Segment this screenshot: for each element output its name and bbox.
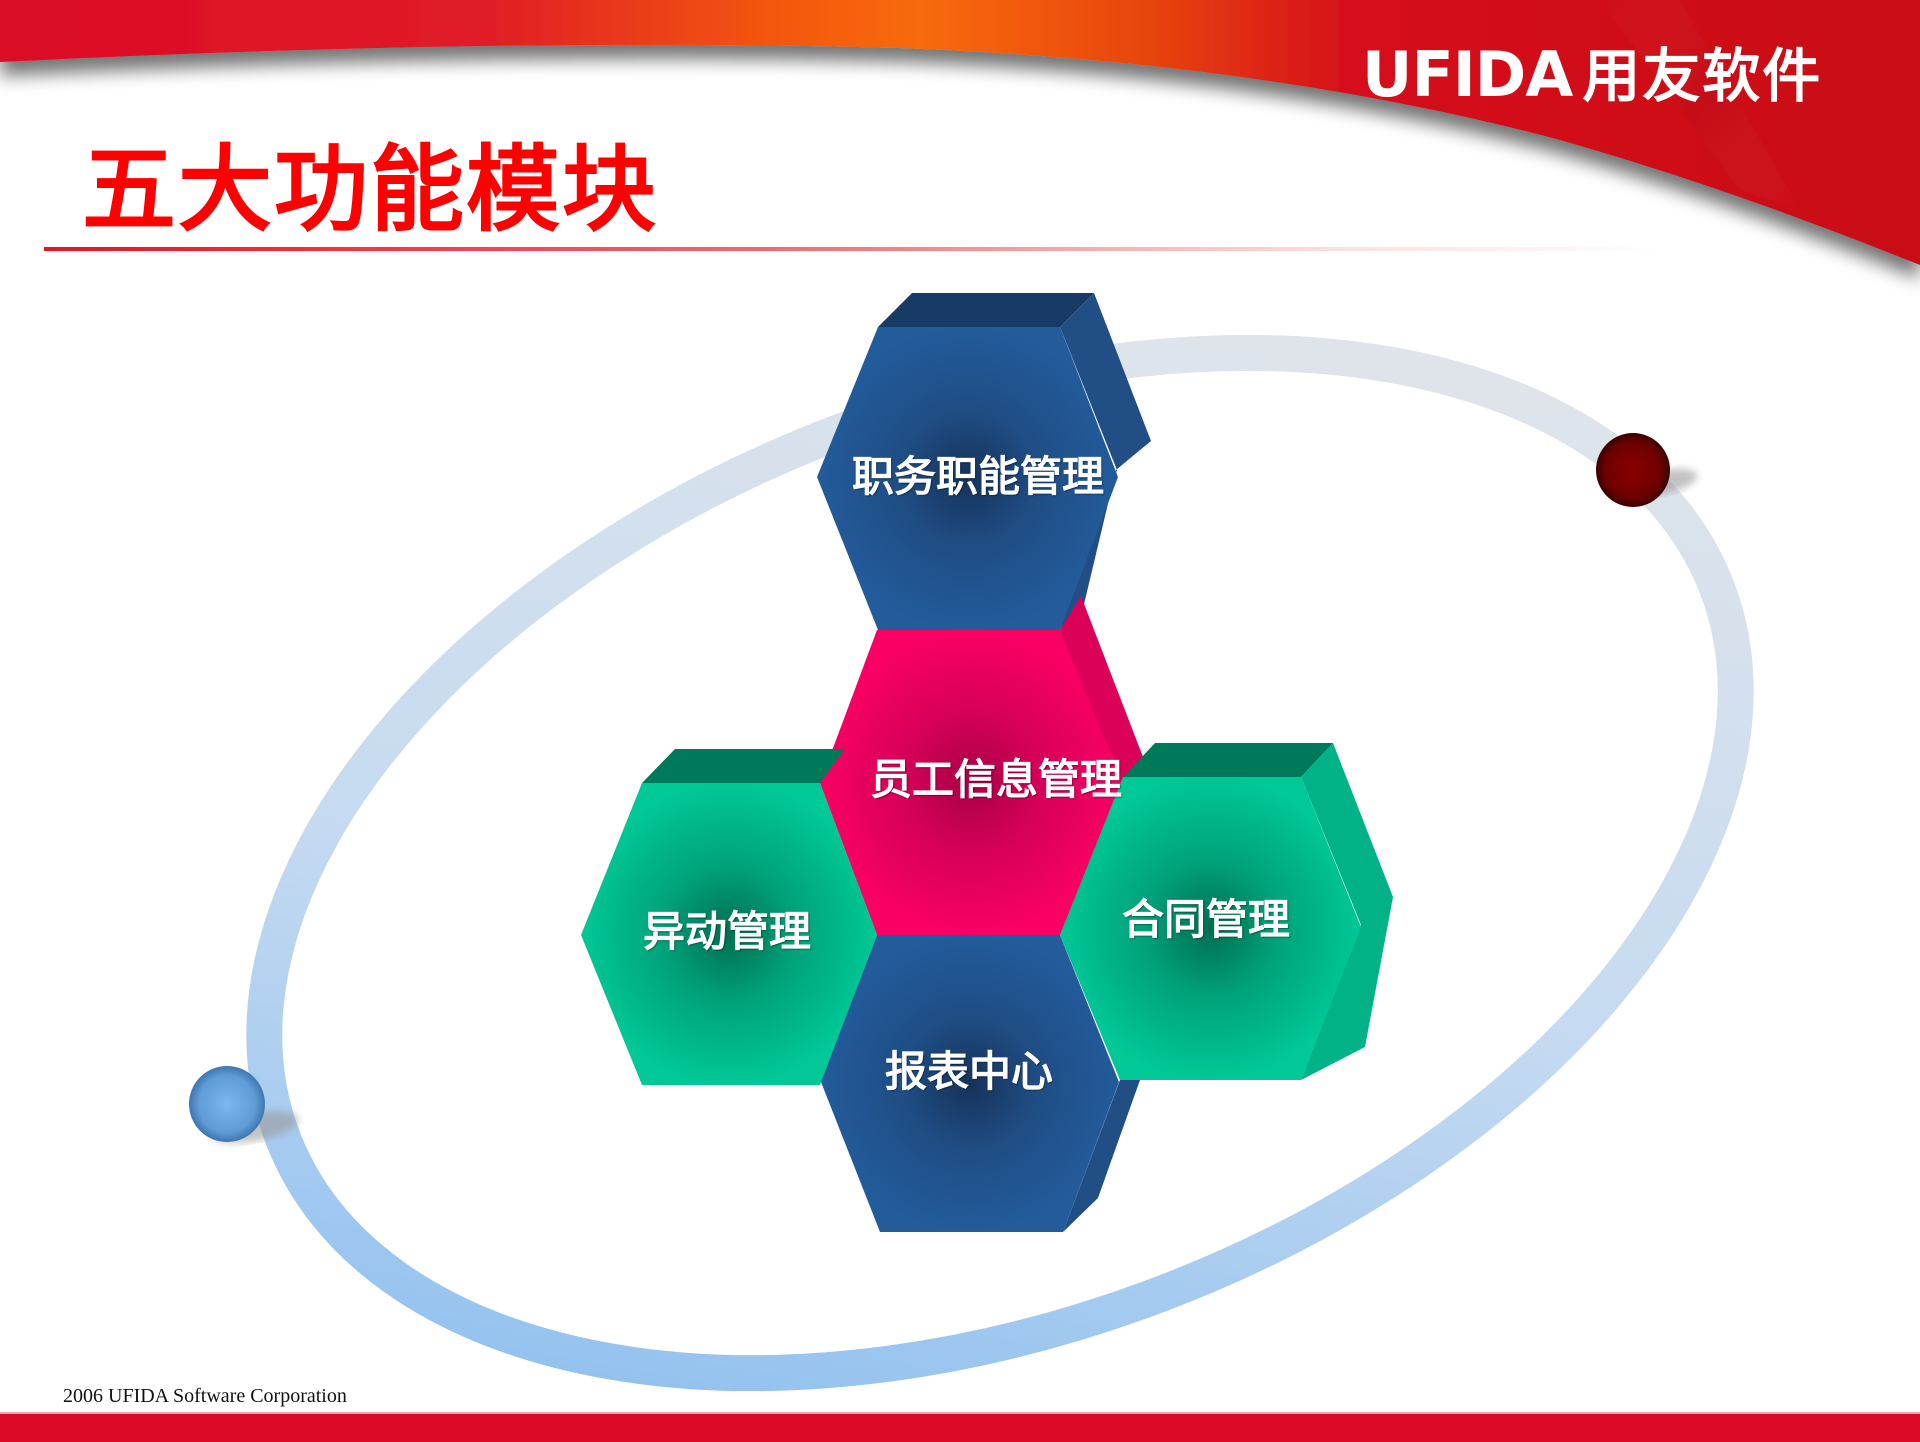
blue-sphere [189, 1066, 265, 1142]
red-sphere [1596, 433, 1670, 507]
hex-position-function [817, 293, 1151, 630]
module-label-contract-management[interactable]: 合同管理 [1122, 895, 1291, 944]
slide-title: 五大功能模块 [82, 135, 659, 245]
hex-change-management [581, 749, 877, 1085]
hex-contract-management [1060, 743, 1393, 1080]
module-label-change-management[interactable]: 异动管理 [643, 907, 812, 956]
module-label-employee-info[interactable]: 员工信息管理 [870, 755, 1123, 804]
footer-bar [0, 1412, 1920, 1442]
logo-latin: UFIDA [1362, 38, 1573, 111]
module-label-report-center[interactable]: 报表中心 [885, 1047, 1054, 1096]
module-label-position-function[interactable]: 职务职能管理 [852, 452, 1105, 501]
title-underline [44, 247, 1664, 251]
logo-chinese: 用友软件 [1582, 42, 1823, 110]
footer-copyright: 2006 UFIDA Software Corporation [63, 1385, 347, 1407]
hex-report-center [821, 935, 1140, 1232]
